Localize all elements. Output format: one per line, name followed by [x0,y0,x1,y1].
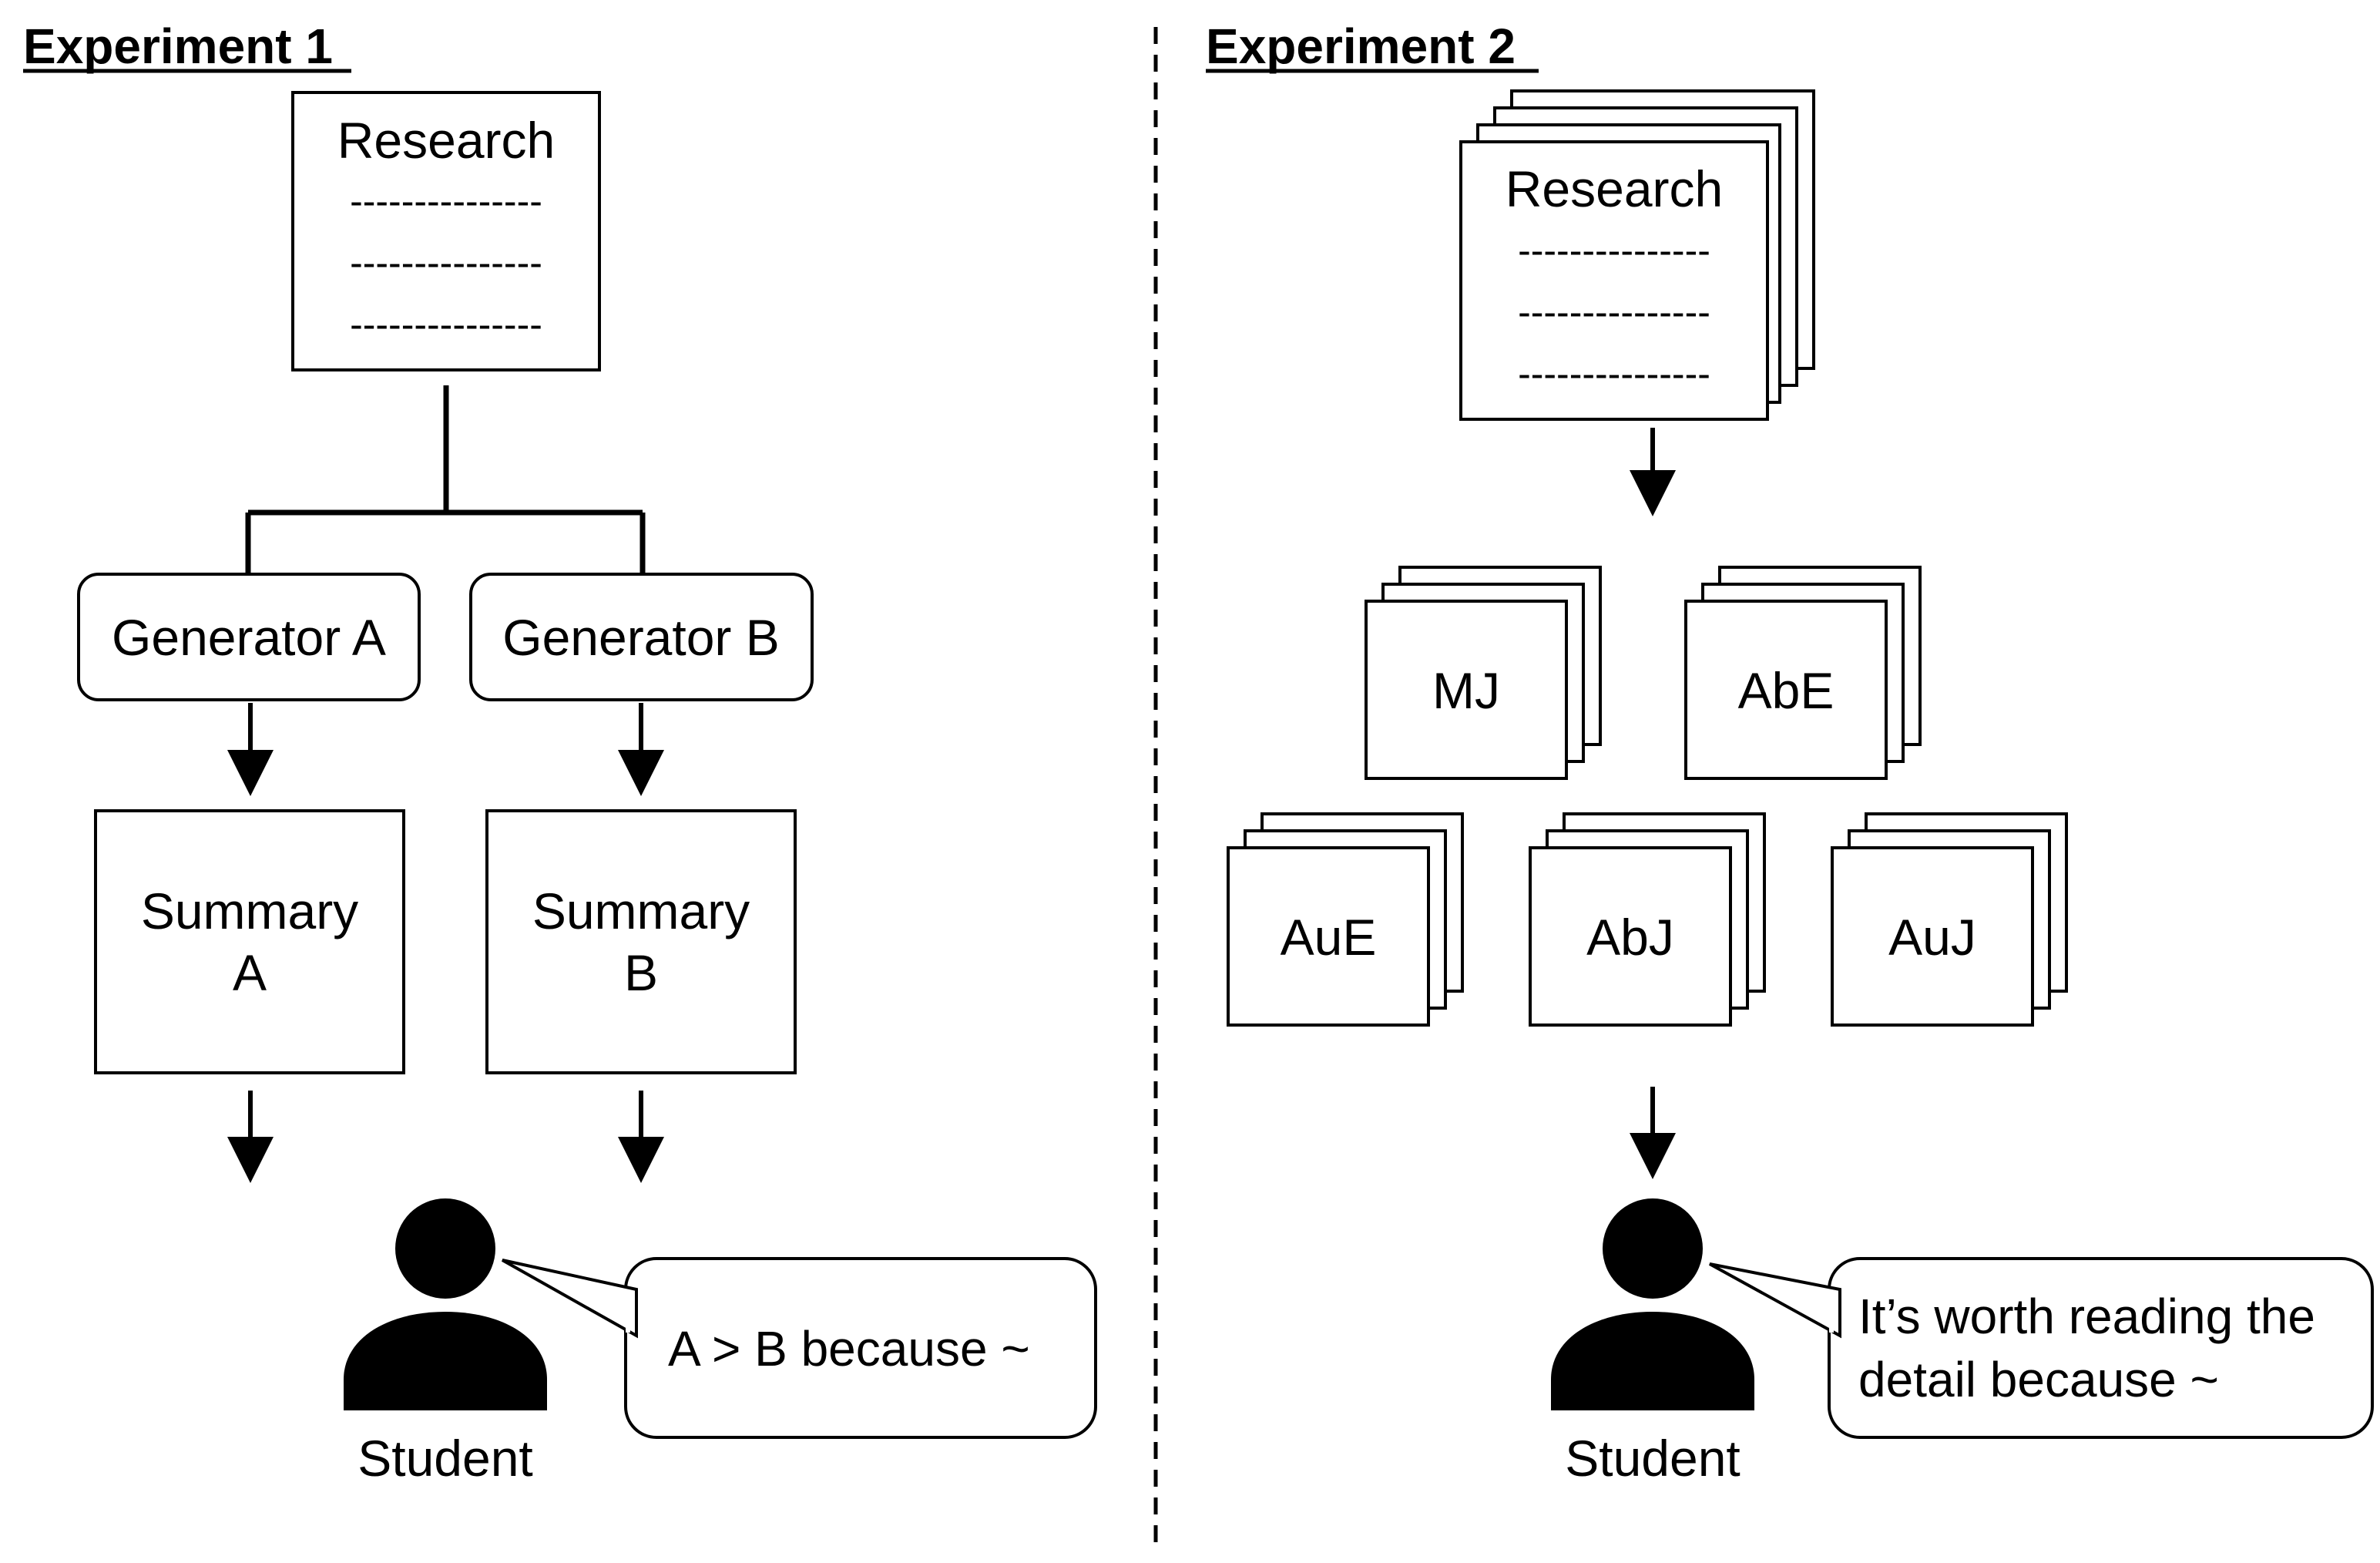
experiment-2-title: Experiment 2 [1206,18,1516,74]
research-stack-dash-line-1: --------------- [1518,229,1710,272]
summary-group-stacks: MJ AbE AuE AbJ AuJ [1227,566,2068,1027]
research-stack-label: Research [1506,160,1723,217]
summary-a-box: Summary A [94,809,405,1074]
research-document: Research --------------- ---------------… [291,91,601,371]
speech-text-2-line2: detail because ~ [1858,1352,2219,1407]
speech-text-2-line1: It’s worth reading the [1858,1289,2315,1344]
generator-b-label: Generator B [502,609,780,666]
summary-b-box: Summary B [485,809,797,1074]
experiment-1-title: Experiment 1 [23,18,333,74]
experiment-1-panel: Experiment 1 Research --------------- --… [23,18,1097,1487]
group-label-abe: AbE [1738,662,1835,719]
group-stack-aue: AuE [1227,812,1464,1027]
group-label-auj: AuJ [1888,909,1976,966]
research-label: Research [337,112,555,169]
group-stack-abe: AbE [1684,566,1922,780]
research-document-stack: Research --------------- ---------------… [1459,89,1815,421]
group-label-aue: AuE [1281,909,1377,966]
speech-bubble-1: A > B because ~ [502,1257,1097,1439]
summary-a-label-line2: A [233,944,267,1001]
generator-a-box: Generator A [77,573,421,701]
experiment-2-panel: Experiment 2 Research --------------- --… [1206,18,2374,1487]
group-label-mj: MJ [1432,662,1500,719]
research-stack-dash-line-3: --------------- [1518,352,1710,395]
speech-text-1: A > B because ~ [668,1321,1030,1376]
summary-b-label-line1: Summary [532,882,750,939]
student-icon-2 [1551,1198,1754,1410]
research-dash-line-1: --------------- [350,180,542,223]
student-label-2: Student [1565,1430,1741,1487]
tree-connector [245,385,646,574]
group-stack-mj: MJ [1365,566,1602,780]
student-icon [344,1198,547,1410]
group-stack-auj: AuJ [1831,812,2068,1027]
summary-b-label-line2: B [624,944,658,1001]
summary-a-label-line1: Summary [141,882,358,939]
research-dash-line-2: --------------- [350,241,542,284]
generator-b-box: Generator B [469,573,814,701]
student-label-1: Student [358,1430,533,1487]
speech-bubble-2: It’s worth reading the detail because ~ [1709,1257,2374,1439]
generator-a-label: Generator A [112,609,386,666]
group-stack-abj: AbJ [1529,812,1766,1027]
group-label-abj: AbJ [1586,909,1674,966]
research-dash-line-3: --------------- [350,303,542,346]
research-stack-dash-line-2: --------------- [1518,291,1710,334]
